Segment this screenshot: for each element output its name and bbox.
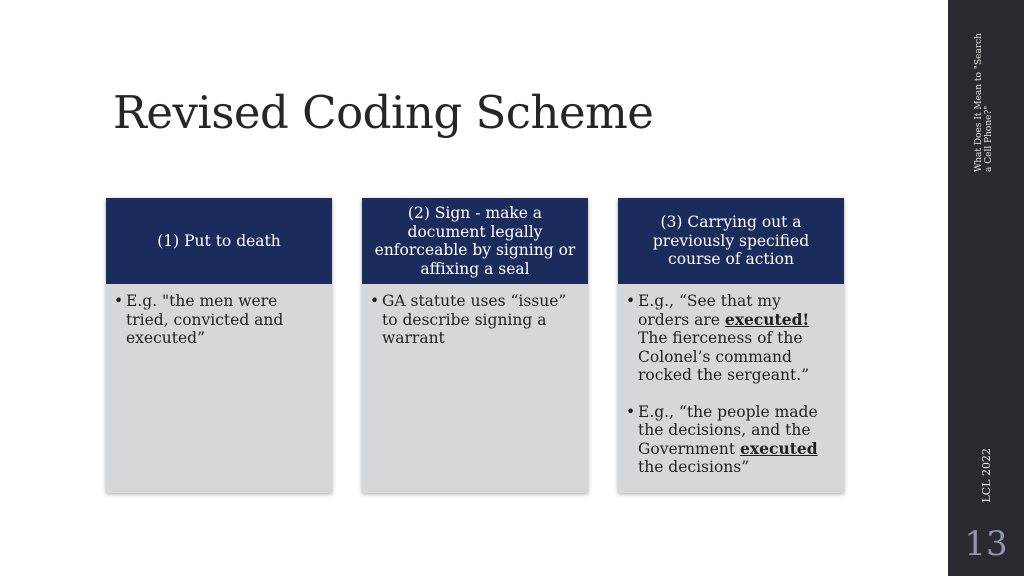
page-number: 13: [964, 524, 1008, 564]
bullet-dot-icon: •: [114, 292, 124, 310]
bullet-text: E.g., “the people made the decisions, an…: [638, 402, 818, 477]
presentation-title: What Does It Mean to "Search a Cell Phon…: [974, 33, 994, 172]
definition-card-1: (1) Put to death • E.g. "the men were tr…: [106, 198, 332, 493]
card-header-text: (1) Put to death: [157, 231, 281, 250]
card-header-text: (2) Sign - make a document legally enfor…: [374, 204, 576, 278]
right-sidebar: [948, 0, 1024, 576]
bullet-dot-icon: •: [626, 292, 636, 310]
bullet-text: E.g., “See that my orders are executed! …: [638, 292, 810, 384]
emphasis-text: executed!: [724, 309, 810, 329]
card-header-text: (3) Carrying out a previously specified …: [652, 213, 810, 269]
card-header: (2) Sign - make a document legally enfor…: [362, 198, 588, 284]
card-header: (1) Put to death: [106, 198, 332, 284]
bullet-item: • E.g., “the people made the decisions, …: [626, 403, 830, 477]
bullet-dot-icon: •: [370, 292, 380, 310]
definition-card-3: (3) Carrying out a previously specified …: [618, 198, 844, 493]
definition-card-2: (2) Sign - make a document legally enfor…: [362, 198, 588, 493]
card-body: • E.g. "the men were tried, convicted an…: [106, 284, 332, 348]
bullet-text: GA statute uses “issue” to describe sign…: [382, 292, 567, 347]
card-header: (3) Carrying out a previously specified …: [618, 198, 844, 284]
card-body: • E.g., “See that my orders are executed…: [618, 284, 844, 477]
bullet-dot-icon: •: [626, 402, 636, 421]
card-body: • GA statute uses “issue” to describe si…: [362, 284, 588, 348]
emphasis-text: executed: [740, 438, 818, 458]
bullet-item: • E.g. "the men were tried, convicted an…: [114, 292, 318, 348]
footer-text: LCL 2022: [980, 448, 993, 503]
slide-title: Revised Coding Scheme: [113, 86, 654, 139]
bullet-text: E.g. "the men were tried, convicted and …: [126, 292, 284, 347]
bullet-item: • GA statute uses “issue” to describe si…: [370, 292, 574, 348]
bullet-item: • E.g., “See that my orders are executed…: [626, 292, 830, 385]
